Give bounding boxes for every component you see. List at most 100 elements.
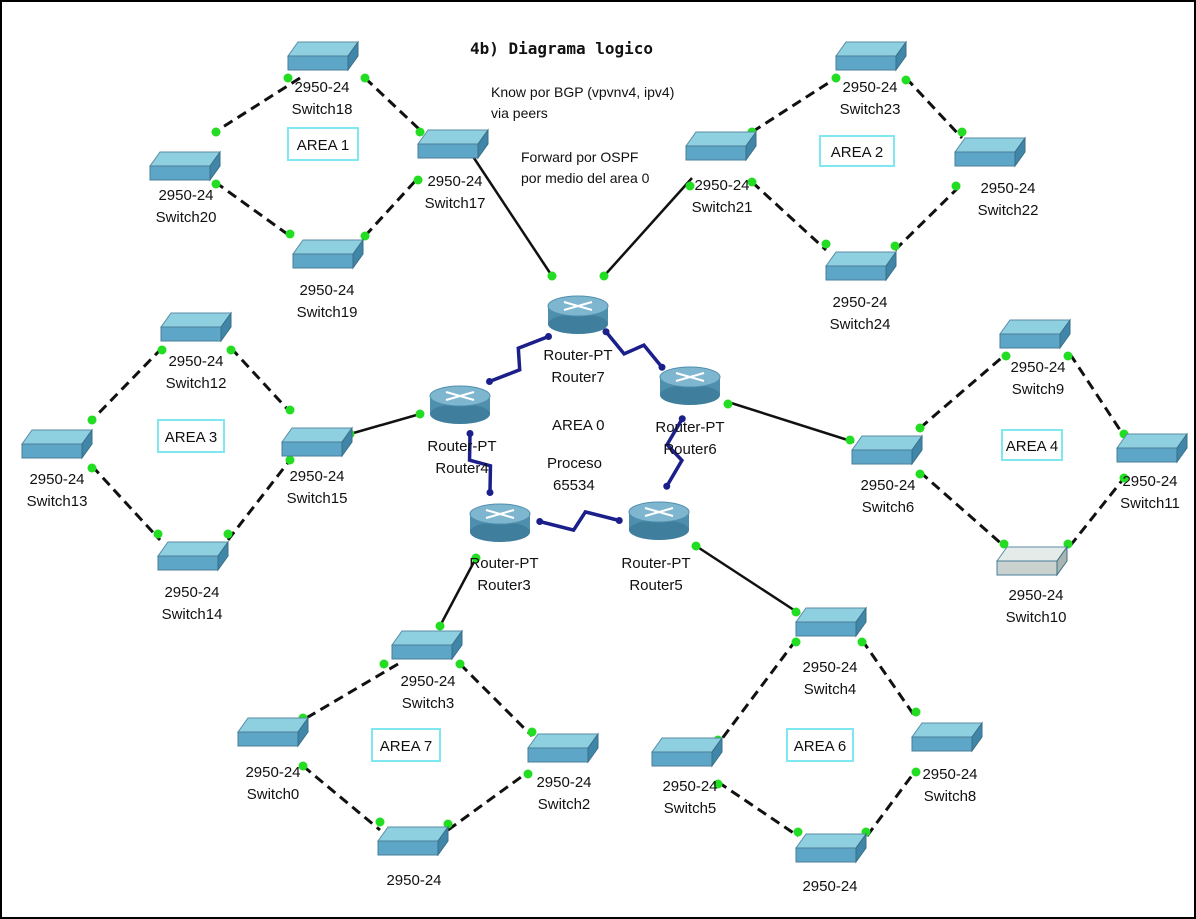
router-arrows-icon bbox=[485, 509, 515, 519]
switch-unnamed-19[interactable]: 2950-24 bbox=[377, 825, 449, 889]
switch-name-label: Switch6 bbox=[862, 499, 915, 516]
switch-name-label: Switch15 bbox=[287, 490, 348, 507]
switch-icon bbox=[795, 833, 867, 849]
area-box-1: AREA 1 bbox=[287, 127, 359, 161]
switch-icon-side bbox=[81, 428, 93, 460]
switch-icon bbox=[954, 137, 1026, 153]
switch-icon-side bbox=[971, 721, 983, 753]
router-icon-base bbox=[470, 522, 530, 542]
serial-link bbox=[467, 433, 493, 493]
router-icon-base bbox=[548, 314, 608, 334]
ethernet-link bbox=[458, 662, 534, 738]
router-icon-base bbox=[430, 404, 490, 424]
router-arrows-icon bbox=[644, 507, 674, 517]
link-status-dot bbox=[455, 659, 465, 669]
switch-icon-side bbox=[895, 40, 907, 72]
serial-endpoint bbox=[486, 489, 494, 496]
link-status-dot bbox=[283, 73, 293, 83]
router-name-label: Router3 bbox=[477, 577, 530, 594]
serial-endpoint bbox=[486, 378, 493, 385]
switch-name-label: Switch18 bbox=[292, 101, 353, 118]
link-status-dot bbox=[999, 539, 1009, 549]
switch-name-label: Switch12 bbox=[166, 375, 227, 392]
area-label-1: AREA 1 bbox=[297, 137, 350, 154]
link-status-dot bbox=[685, 181, 695, 191]
area-label-6: AREA 6 bbox=[794, 738, 847, 755]
switch-model-label: 2950-24 bbox=[245, 764, 300, 781]
serial-link bbox=[488, 334, 550, 384]
switch-icon bbox=[685, 131, 757, 147]
link-status-dot bbox=[901, 75, 911, 85]
switch-icon-side bbox=[477, 128, 489, 160]
link-status-dot bbox=[415, 127, 425, 137]
switch-model-label: 2950-24 bbox=[299, 282, 354, 299]
link-status-dot bbox=[523, 769, 533, 779]
router-arrows-icon bbox=[445, 391, 475, 401]
link-status-dot bbox=[915, 423, 925, 433]
switch-unnamed-23[interactable]: 2950-24 bbox=[795, 832, 867, 895]
switch-icon-front bbox=[391, 644, 453, 660]
link-status-dot bbox=[1063, 351, 1073, 361]
ethernet-link bbox=[751, 76, 837, 134]
switch-name-label: Switch14 bbox=[162, 606, 223, 623]
switch-icon bbox=[237, 717, 309, 733]
area-label-3: AREA 3 bbox=[165, 429, 218, 446]
switch-icon-front bbox=[21, 443, 83, 459]
switch-icon bbox=[999, 319, 1071, 335]
link-status-dot bbox=[415, 409, 425, 419]
switch-model-label: 2950-24 bbox=[860, 477, 915, 494]
switch-model-label: 2950-24 bbox=[386, 872, 441, 889]
switch-name-label: Switch24 bbox=[830, 316, 891, 333]
ethernet-link bbox=[90, 464, 162, 542]
link-status-dot bbox=[713, 779, 723, 789]
ethernet-link bbox=[90, 346, 164, 422]
switch-icon-front bbox=[149, 165, 211, 181]
ethernet-link bbox=[893, 182, 964, 252]
link-status-dot bbox=[87, 415, 97, 425]
area-box-6: AREA 6 bbox=[786, 728, 854, 762]
link-status-dot bbox=[1119, 473, 1129, 483]
link-status-dot bbox=[285, 455, 295, 465]
switch-model-label: 2950-24 bbox=[980, 180, 1035, 197]
switch-icon-front bbox=[377, 840, 439, 856]
link-status-dot bbox=[1063, 539, 1073, 549]
ethernet-link bbox=[750, 180, 828, 252]
switch-icon bbox=[287, 41, 359, 57]
switch-model-label: 2950-24 bbox=[1008, 587, 1063, 604]
ethernet-link bbox=[363, 176, 420, 238]
switch-model-label: 2950-24 bbox=[694, 177, 749, 194]
link-status-dot bbox=[413, 175, 423, 185]
serial-link bbox=[539, 509, 620, 533]
switch-model-label: 2950-24 bbox=[662, 778, 717, 795]
link-status-dot bbox=[845, 435, 855, 445]
switch-icon-front bbox=[292, 253, 354, 269]
